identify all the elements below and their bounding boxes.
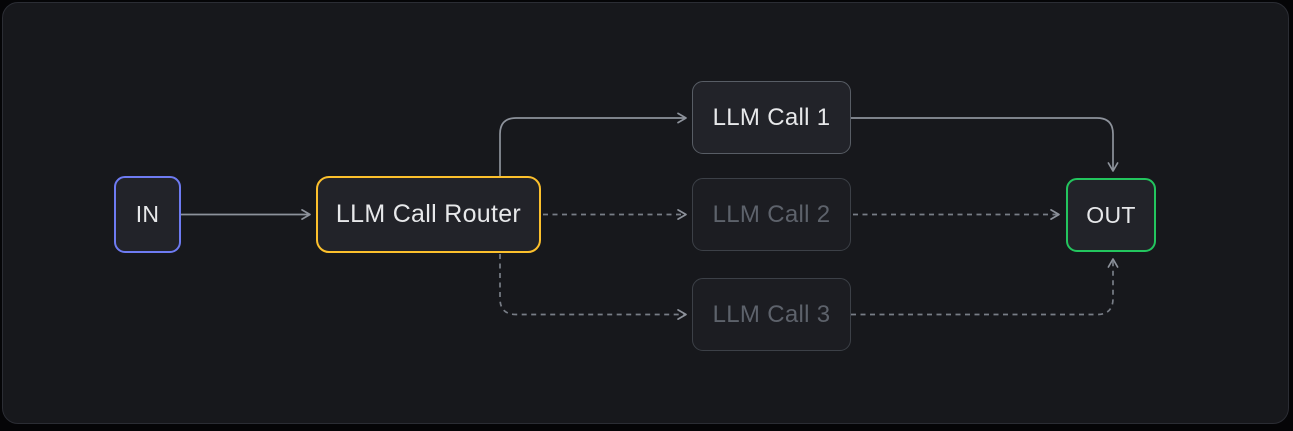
node-out: OUT	[1066, 178, 1156, 252]
edge-call1-to-out	[851, 117, 1119, 172]
node-llm-call-1-label: LLM Call 1	[712, 103, 831, 131]
node-llm-call-3-label: LLM Call 3	[712, 300, 831, 328]
diagram-canvas: IN LLM Call Router LLM Call 1 LLM Call 2…	[2, 2, 1289, 424]
node-in: IN	[114, 176, 181, 253]
edge-call3-to-out	[851, 258, 1119, 316]
node-llm-call-2-label: LLM Call 2	[712, 200, 831, 228]
edge-router-to-call3	[499, 254, 687, 320]
node-llm-call-1: LLM Call 1	[692, 81, 851, 154]
edge-router-to-call1	[499, 112, 687, 176]
node-llm-call-router: LLM Call Router	[316, 176, 541, 253]
node-llm-call-3: LLM Call 3	[692, 278, 851, 351]
node-llm-call-router-label: LLM Call Router	[335, 200, 522, 228]
node-out-label: OUT	[1086, 201, 1136, 228]
node-in-label: IN	[135, 201, 160, 227]
node-llm-call-2: LLM Call 2	[692, 178, 851, 251]
